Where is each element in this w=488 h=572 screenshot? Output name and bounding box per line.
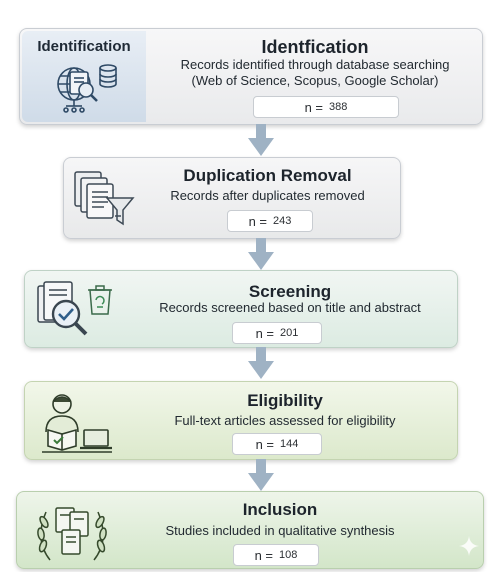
step-description-identification-line2: (Web of Science, Scopus, Google Scholar)	[191, 73, 439, 88]
database-search-icon	[57, 64, 117, 113]
person-reading-icon	[42, 394, 112, 453]
count-label: n =	[255, 325, 275, 341]
document-magnifier-icon	[37, 281, 112, 336]
step-description-duplication-removal: Records after duplicates removed	[170, 188, 365, 203]
count-label: n =	[248, 213, 268, 229]
step-title-eligibility: Eligibility	[247, 391, 323, 410]
flow-arrow-icon	[248, 459, 274, 491]
count-label: n =	[255, 436, 275, 452]
identification-side-label: Identification	[37, 38, 131, 55]
count-label: n =	[254, 547, 274, 563]
flow-arrow-icon	[248, 238, 274, 270]
count-badge-screening: n = 201	[232, 322, 322, 344]
count-label: n =	[304, 99, 324, 115]
flow-arrow-icon	[248, 347, 274, 379]
step-title-screening: Screening	[248, 282, 332, 301]
step-title-identification: Identfication	[261, 37, 369, 57]
step-description-identification-line1: Records identified through database sear…	[180, 57, 450, 72]
count-value: 243	[273, 215, 292, 227]
count-badge-identification: n = 388	[253, 96, 399, 118]
count-value: 144	[280, 438, 299, 450]
count-value: 201	[280, 327, 299, 339]
document-filter-icon	[74, 171, 135, 226]
sparkle-icon	[459, 536, 479, 556]
count-value: 388	[329, 101, 348, 113]
count-badge-inclusion: n = 108	[233, 544, 319, 566]
step-title-inclusion: Inclusion	[242, 500, 318, 519]
step-description-screening: Records screened based on title and abst…	[159, 300, 421, 315]
step-title-duplication-removal: Duplication Removal	[183, 166, 352, 185]
count-value: 108	[279, 549, 298, 561]
step-description-inclusion: Studies included in qualitative synthesi…	[165, 523, 395, 538]
laurel-documents-icon	[37, 507, 107, 561]
flow-arrow-icon	[248, 124, 274, 156]
count-badge-eligibility: n = 144	[232, 433, 322, 455]
step-description-eligibility: Full-text articles assessed for eligibil…	[174, 413, 396, 428]
count-badge-duplication-removal: n = 243	[227, 210, 313, 232]
